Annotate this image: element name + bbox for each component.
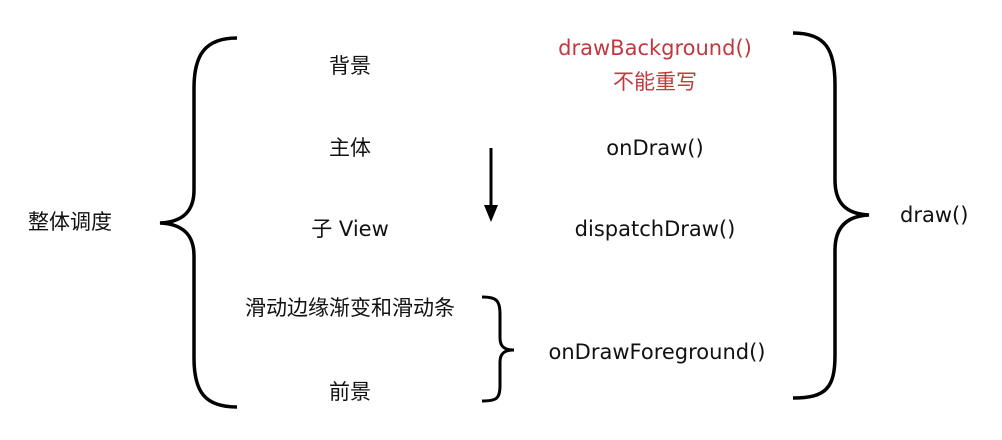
note-cannot-override: 不能重写 <box>613 70 697 94</box>
stage-background: 背景 <box>329 54 371 78</box>
stage-body: 主体 <box>329 136 371 160</box>
down-arrow-icon <box>484 148 498 222</box>
method-draw-background: drawBackground() <box>558 36 752 60</box>
left-brace-icon <box>159 36 238 409</box>
right-brace-icon <box>792 31 870 400</box>
root-label: 整体调度 <box>28 210 112 234</box>
method-on-draw-foreground: onDrawForeground() <box>548 340 766 364</box>
result-label: draw() <box>900 203 969 227</box>
stage-scroll-fade: 滑动边缘渐变和滑动条 <box>245 296 455 320</box>
stage-child-view: 子 View <box>311 217 389 241</box>
small-brace-icon <box>481 295 515 403</box>
method-on-draw: onDraw() <box>606 136 704 160</box>
stage-foreground: 前景 <box>329 380 371 404</box>
method-dispatch-draw: dispatchDraw() <box>574 217 736 241</box>
